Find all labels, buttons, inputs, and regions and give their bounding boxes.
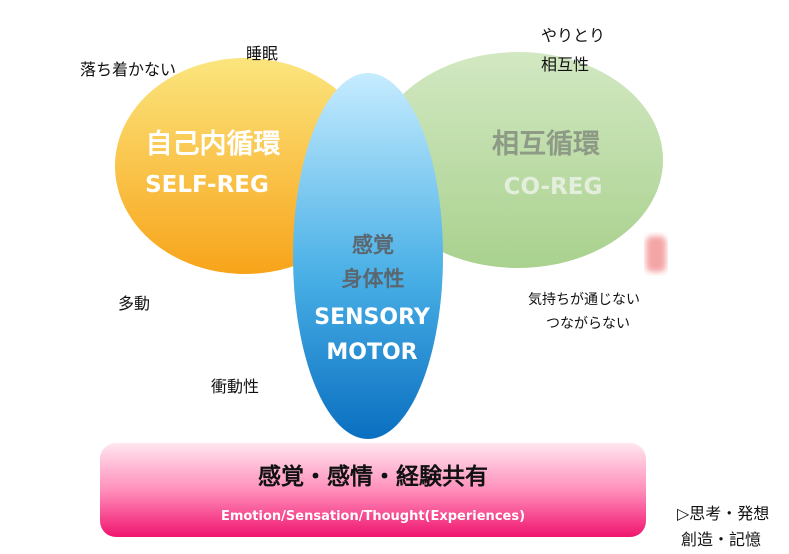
annotation-sougosei: 相互性 <box>541 55 590 74</box>
annotation-yaritori: やりとり <box>541 26 606 45</box>
annotation-shikou: ▷思考・発想 <box>677 504 770 523</box>
bar-en-label: Emotion/Sensation/Thought(Experiences) <box>220 509 526 524</box>
sensory-motor-ellipse <box>293 73 443 439</box>
co-reg-ellipse <box>373 52 663 268</box>
sensory-en-line1: SENSORY <box>314 305 430 330</box>
annotation-shoudousei: 衝動性 <box>211 377 260 396</box>
annotation-suimin: 睡眠 <box>246 44 279 63</box>
shared-experience-bar: 感覚・感情・経験共有 Emotion/Sensation/Thought(Exp… <box>100 443 646 537</box>
self-reg-jp-label: 自己内循環 <box>145 129 281 160</box>
annotation-tadou: 多動 <box>118 294 151 313</box>
sensory-jp-line1: 感覚 <box>352 233 394 257</box>
annotation-tsunagaranai: つながらない <box>546 316 630 332</box>
bar-jp-label: 感覚・感情・経験共有 <box>258 464 488 490</box>
annotation-ochitsukanai: 落ち着かない <box>80 60 177 79</box>
sensory-en-line2: MOTOR <box>326 340 418 365</box>
self-reg-en-label: SELF-REG <box>145 172 269 198</box>
pink-blur-mark <box>646 236 666 272</box>
annotation-souzou: 創造・記憶 <box>681 530 762 549</box>
co-reg-en-label: CO-REG <box>503 174 603 200</box>
sensory-jp-line2: 身体性 <box>341 267 405 291</box>
co-reg-jp-label: 相互循環 <box>492 129 600 160</box>
annotation-kimochi: 気持ちが通じない <box>528 292 640 308</box>
